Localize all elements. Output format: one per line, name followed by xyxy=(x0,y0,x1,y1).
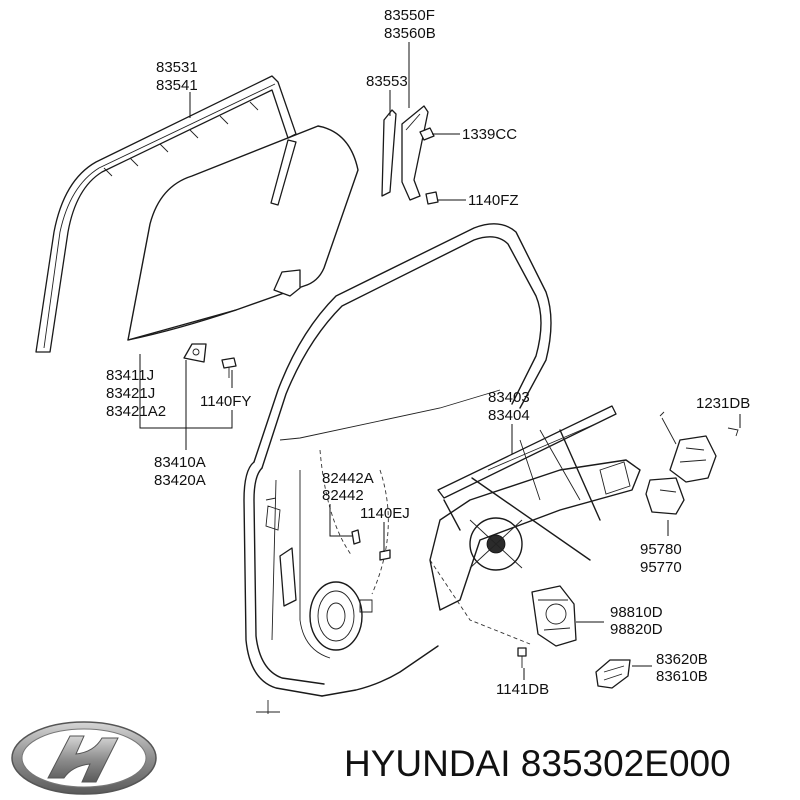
rear-channel xyxy=(381,105,439,205)
label-1231DB: 1231DB xyxy=(696,395,750,412)
label-83531: 83531 xyxy=(156,59,198,76)
part-number-title: HYUNDAI 835302E000 xyxy=(344,743,731,784)
label-83421A2: 83421A2 xyxy=(106,403,166,420)
hyundai-logo-icon xyxy=(11,721,157,795)
part-labels: 83550F 83560B 83531 83541 83553 1339CC 1… xyxy=(106,7,750,698)
label-1140FY: 1140FY xyxy=(200,393,251,410)
label-1339CC: 1339CC xyxy=(462,126,517,143)
label-83403: 83403 xyxy=(488,389,530,406)
window-motor xyxy=(531,585,577,647)
leader-lines xyxy=(139,42,741,680)
label-95770: 95770 xyxy=(640,559,682,576)
label-83421J: 83421J xyxy=(106,385,155,402)
window-run-channel xyxy=(35,75,297,353)
label-95780: 95780 xyxy=(640,541,682,558)
label-83411J: 83411J xyxy=(106,367,154,384)
label-83550F: 83550F xyxy=(384,7,435,24)
label-83410A: 83410A xyxy=(154,454,206,471)
label-83610B: 83610B xyxy=(656,668,708,685)
fasteners xyxy=(351,529,527,668)
door-inner-panel xyxy=(243,223,552,714)
label-1140FZ: 1140FZ xyxy=(468,192,519,209)
label-82442: 82442 xyxy=(322,487,364,504)
label-1141DB: 1141DB xyxy=(496,681,549,698)
glass-clip xyxy=(183,343,237,378)
label-83553: 83553 xyxy=(366,73,408,90)
window-regulator xyxy=(429,405,641,611)
door-handle xyxy=(595,659,631,689)
door-lock-actuator xyxy=(645,411,739,515)
label-1140EJ: 1140EJ xyxy=(360,505,410,522)
label-83620B: 83620B xyxy=(656,651,708,668)
label-98810D: 98810D xyxy=(610,604,663,621)
label-83404: 83404 xyxy=(488,407,530,424)
label-82442A: 82442A xyxy=(322,470,374,487)
label-83541: 83541 xyxy=(156,77,198,94)
door-glass xyxy=(127,125,359,341)
label-98820D: 98820D xyxy=(610,621,663,638)
label-83420A: 83420A xyxy=(154,472,206,489)
label-83560B: 83560B xyxy=(384,25,436,42)
